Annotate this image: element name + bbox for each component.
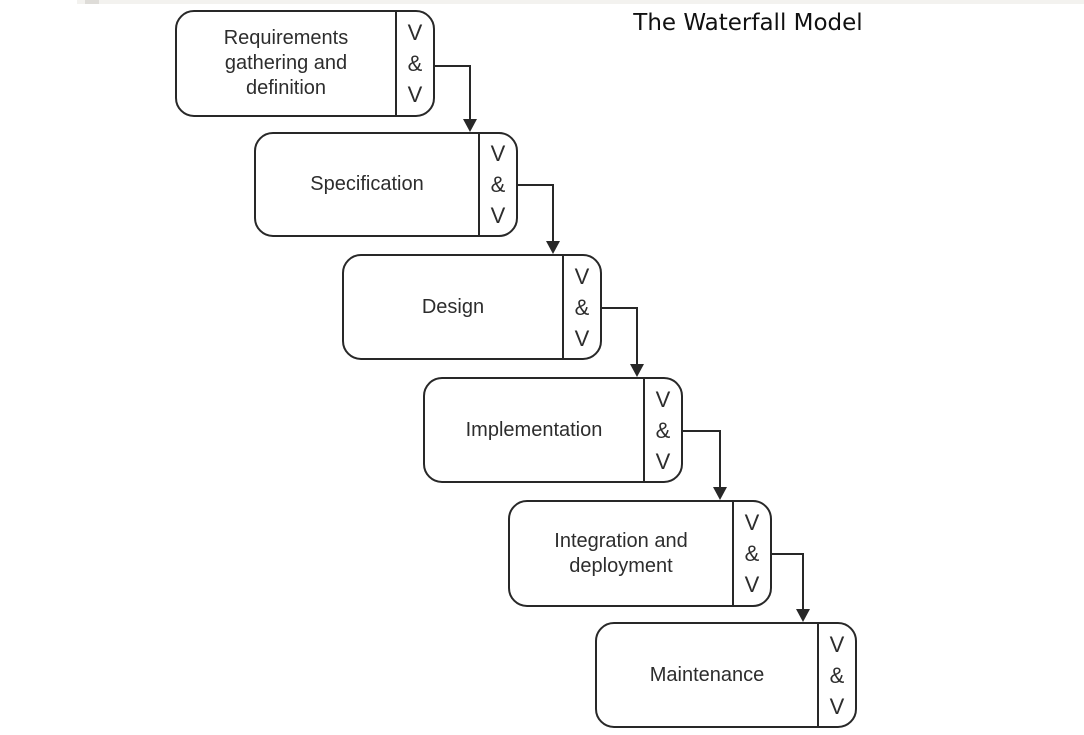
connector-hline [772, 553, 804, 555]
stage-label-specification: Specification [310, 173, 424, 195]
stage-box-specification: Specification V & V [254, 132, 518, 237]
arrowhead-down-icon [546, 241, 560, 254]
stage-box-implementation: Implementation V & V [423, 377, 683, 483]
vv-column-implementation: V & V [643, 379, 681, 481]
stage-label-integration: Integration and deployment [554, 529, 688, 577]
connector-vline [469, 65, 471, 120]
stage-box-integration: Integration and deployment V & V [508, 500, 772, 607]
vv-column-requirements: V & V [395, 12, 433, 115]
stage-label-implementation: Implementation [465, 418, 603, 441]
connector-hline [683, 430, 721, 432]
arrowhead-down-icon [713, 487, 727, 500]
stage-box-maintenance: Maintenance V & V [595, 622, 857, 728]
arrowhead-down-icon [796, 609, 810, 622]
connector-vline [636, 307, 638, 365]
stage-label-requirements: Requirements gathering and definition [223, 27, 349, 99]
vv-column-specification: V & V [478, 134, 516, 235]
top-edge-strip-dark-segment [85, 0, 99, 4]
connector-vline [802, 553, 804, 610]
connector-hline [518, 184, 554, 186]
stage-label-maintenance: Maintenance [649, 663, 765, 686]
top-edge-strip [77, 0, 1084, 4]
vv-column-design: V & V [562, 256, 600, 358]
stage-label-design: Design [421, 295, 485, 318]
vv-column-maintenance: V & V [817, 624, 855, 726]
diagram-title: The Waterfall Model [633, 10, 863, 36]
connector-vline [552, 184, 554, 242]
connector-vline [719, 430, 721, 488]
connector-hline [435, 65, 471, 67]
vv-column-integration: V & V [732, 502, 770, 605]
connector-hline [602, 307, 638, 309]
stage-box-design: Design V & V [342, 254, 602, 360]
arrowhead-down-icon [630, 364, 644, 377]
arrowhead-down-icon [463, 119, 477, 132]
stage-box-requirements: Requirements gathering and definition V … [175, 10, 435, 117]
